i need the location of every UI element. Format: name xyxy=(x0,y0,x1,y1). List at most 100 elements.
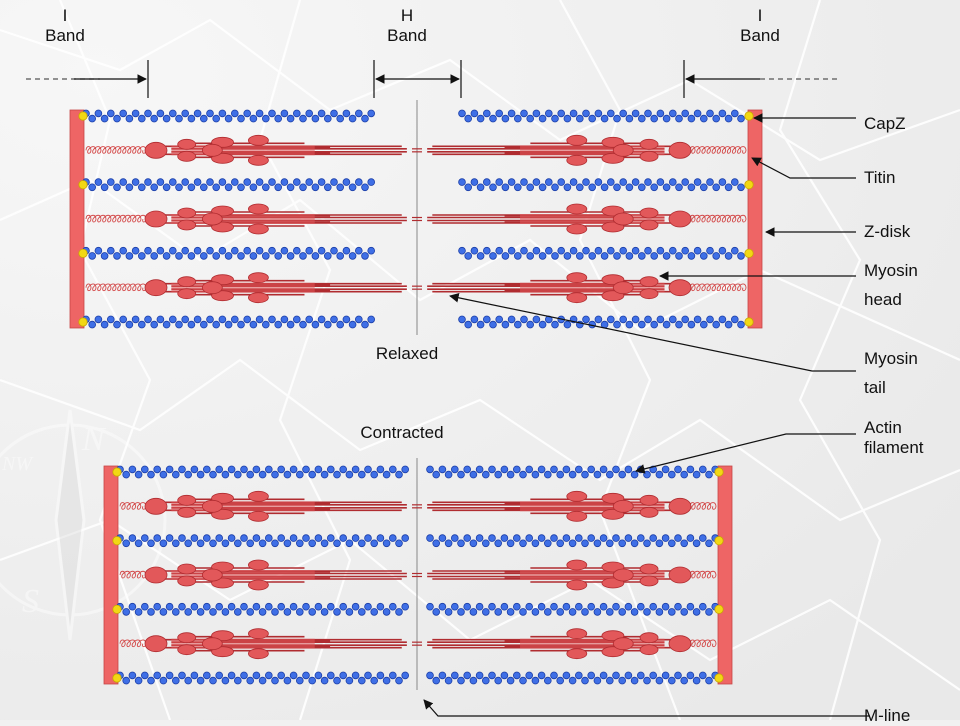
actin-bead xyxy=(200,114,208,123)
actin-bead xyxy=(495,178,504,186)
actin-bead xyxy=(618,608,626,616)
actin-bead xyxy=(724,320,733,329)
actin-bead xyxy=(662,252,671,260)
actin-bead xyxy=(131,246,140,255)
actin-bead xyxy=(255,315,264,324)
contracted-label: Contracted xyxy=(360,423,444,442)
actin-bead xyxy=(153,671,162,680)
actin-bead xyxy=(88,320,96,329)
actin-bead xyxy=(196,539,205,548)
actin-filament xyxy=(426,534,724,548)
actin-bead xyxy=(705,470,713,479)
actin-bead xyxy=(650,114,658,123)
actin-bead xyxy=(361,252,369,260)
actin-bead xyxy=(320,676,329,685)
actin-bead xyxy=(463,671,472,680)
actin-bead xyxy=(557,109,565,118)
actin-bead xyxy=(138,183,146,192)
actin-bead xyxy=(165,602,174,611)
actin-bead xyxy=(655,470,664,479)
actin-bead xyxy=(613,320,621,329)
titin-spring xyxy=(689,146,747,154)
actin-bead xyxy=(388,465,397,474)
actin-bead xyxy=(240,534,248,542)
actin-bead xyxy=(401,534,410,542)
actin-bead xyxy=(94,109,103,118)
actin-bead xyxy=(227,534,236,542)
myosin-head xyxy=(247,628,269,640)
actin-bead xyxy=(593,470,602,479)
actin-bead xyxy=(631,109,640,118)
actin-bead xyxy=(388,602,397,611)
actin-bead xyxy=(277,602,286,611)
actin-bead xyxy=(563,183,572,192)
actin-bead xyxy=(630,470,639,479)
actin-bead xyxy=(594,246,603,255)
actin-bead xyxy=(153,602,162,611)
myosin-tail-body xyxy=(171,282,315,293)
actin-bead xyxy=(190,671,199,680)
actin-bead xyxy=(357,676,366,685)
actin-bead xyxy=(613,114,621,123)
titin-spring xyxy=(119,639,147,648)
actin-bead xyxy=(100,183,109,192)
actin-filament-line2: filament xyxy=(864,438,924,457)
actin-bead xyxy=(200,320,208,329)
actin-bead xyxy=(196,676,205,685)
actin-bead xyxy=(662,320,671,329)
actin-bead xyxy=(292,178,301,186)
myosin-head xyxy=(566,648,588,660)
actin-bead xyxy=(206,315,214,324)
actin-bead xyxy=(323,114,332,123)
actin-bead xyxy=(687,114,696,123)
actin-bead xyxy=(568,676,577,685)
actin-bead xyxy=(637,320,646,329)
actin-bead xyxy=(737,252,745,260)
actin-bead xyxy=(600,252,609,260)
actin-bead xyxy=(172,470,180,479)
actin-bead xyxy=(556,470,564,479)
actin-bead xyxy=(438,534,447,542)
actin-bead xyxy=(181,246,190,255)
actin-bead xyxy=(107,109,115,118)
actin-bead xyxy=(599,602,608,611)
actin-bead xyxy=(240,602,248,611)
actin-bead xyxy=(119,178,127,186)
actin-bead xyxy=(594,109,603,118)
actin-bead xyxy=(212,114,221,123)
actin-bead xyxy=(125,183,134,192)
actin-bead xyxy=(426,671,434,680)
myosin-head xyxy=(177,644,197,656)
myosin-head xyxy=(247,490,269,502)
actin-bead xyxy=(212,183,221,192)
actin-bead xyxy=(432,539,441,548)
actin-bead xyxy=(165,671,174,680)
actin-bead xyxy=(234,539,242,548)
actin-bead xyxy=(295,608,304,616)
actin-bead xyxy=(206,109,214,118)
actin-filament-arrow xyxy=(635,433,856,474)
actin-bead xyxy=(680,539,688,548)
actin-bead xyxy=(308,608,317,616)
actin-bead xyxy=(218,178,227,186)
actin-bead xyxy=(544,246,553,255)
actin-bead xyxy=(178,534,186,542)
actin-bead xyxy=(656,315,665,324)
myosin-tail-body xyxy=(171,638,315,649)
actin-bead xyxy=(506,539,515,548)
actin-bead xyxy=(568,608,577,616)
actin-bead xyxy=(193,315,202,324)
i-band-left-label: I Band xyxy=(20,6,110,46)
myosin-head xyxy=(639,207,659,219)
actin-bead xyxy=(692,608,701,616)
actin-bead xyxy=(737,114,745,123)
actin-bead xyxy=(494,470,503,479)
actin-bead xyxy=(655,539,664,548)
actin-bead xyxy=(277,671,286,680)
actin-bead xyxy=(668,315,677,324)
actin-bead xyxy=(376,671,385,680)
actin-bead xyxy=(587,602,595,611)
actin-bead xyxy=(661,602,670,611)
actin-bead xyxy=(481,539,490,548)
actin-bead xyxy=(187,320,196,329)
